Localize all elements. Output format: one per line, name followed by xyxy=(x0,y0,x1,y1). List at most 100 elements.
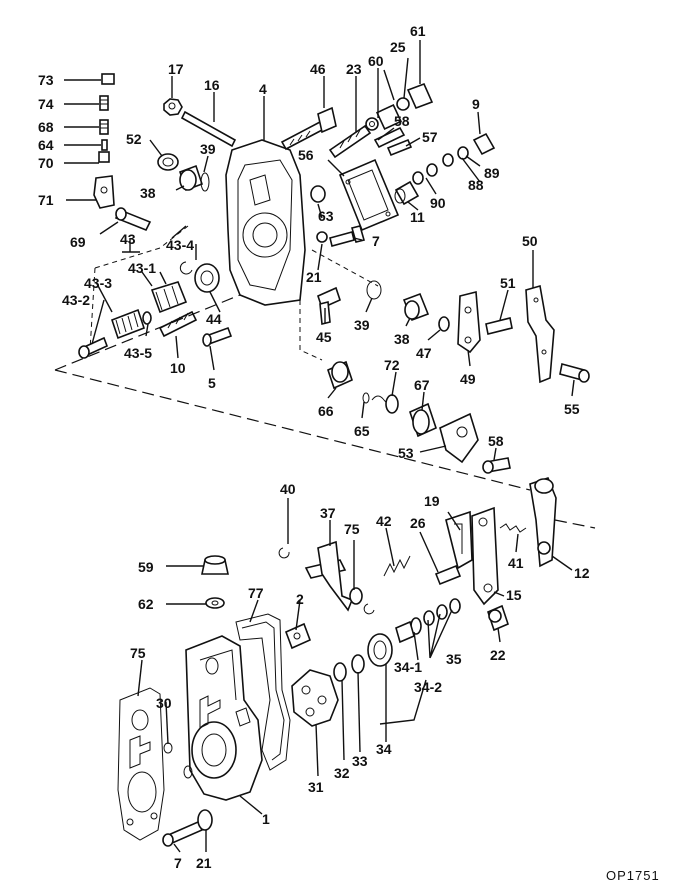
callout-34-2: 34-2 xyxy=(414,679,442,695)
callout-9: 9 xyxy=(472,96,480,112)
callout-69: 69 xyxy=(70,234,86,250)
callout-55-right: 55 xyxy=(564,401,580,417)
drawing-code: OP1751 xyxy=(606,868,660,883)
callout-68: 68 xyxy=(38,119,54,135)
stop-screw-parts xyxy=(394,132,496,206)
callout-26: 26 xyxy=(410,515,426,531)
flyweight-holder xyxy=(291,669,339,727)
callout-58-lower: 58 xyxy=(488,433,504,449)
callout-43: 43 xyxy=(120,231,136,247)
callout-72: 72 xyxy=(384,357,400,373)
callout-34-1: 34-1 xyxy=(394,659,422,675)
callout-43-3: 43-3 xyxy=(84,275,112,291)
callout-31: 31 xyxy=(308,779,324,795)
linkage-parts-left xyxy=(93,73,115,209)
callout-46: 46 xyxy=(310,61,326,77)
cover-plug-59-62 xyxy=(201,555,229,609)
callout-43-1: 43-1 xyxy=(128,260,156,276)
callout-88: 88 xyxy=(468,177,484,193)
callout-17: 17 xyxy=(168,61,184,77)
callout-23: 23 xyxy=(346,61,362,77)
callout-10: 10 xyxy=(170,360,186,376)
callout-11: 11 xyxy=(410,209,425,225)
callout-65: 65 xyxy=(354,423,370,439)
callout-43-2: 43-2 xyxy=(62,292,90,308)
leader-lines xyxy=(64,40,575,853)
callout-1: 1 xyxy=(262,811,270,827)
callout-45: 45 xyxy=(316,329,332,345)
callout-30: 30 xyxy=(156,695,172,711)
callout-5: 5 xyxy=(208,375,216,391)
callout-89: 89 xyxy=(484,165,500,181)
callout-21-upper: 21 xyxy=(306,269,322,285)
callout-2: 2 xyxy=(296,591,304,607)
callout-53: 53 xyxy=(398,445,414,461)
callout-37: 37 xyxy=(320,505,336,521)
callout-50: 50 xyxy=(522,233,538,249)
mid-parts xyxy=(317,280,450,332)
gasket-75 xyxy=(117,687,173,841)
callout-22: 22 xyxy=(490,647,506,663)
callout-33: 33 xyxy=(352,753,368,769)
callout-67: 67 xyxy=(414,377,430,393)
bolts-upper xyxy=(280,82,434,159)
callout-74: 74 xyxy=(38,96,54,112)
callout-49: 49 xyxy=(460,371,476,387)
callout-47: 47 xyxy=(416,345,432,361)
callout-60: 60 xyxy=(368,53,384,69)
callout-41: 41 xyxy=(508,555,524,571)
callout-44: 44 xyxy=(206,311,222,327)
callout-15: 15 xyxy=(506,587,522,603)
callout-90: 90 xyxy=(430,195,446,211)
callout-38-mid: 38 xyxy=(394,331,410,347)
callout-7-lower: 7 xyxy=(174,855,182,871)
callout-59: 59 xyxy=(138,559,154,575)
lower-link-parts xyxy=(278,477,557,632)
callout-39-mid: 39 xyxy=(354,317,370,333)
callout-62: 62 xyxy=(138,596,154,612)
callout-52: 52 xyxy=(126,131,142,147)
callout-38-upper: 38 xyxy=(140,185,156,201)
callout-61: 61 xyxy=(410,23,426,39)
washers-35-34 xyxy=(333,598,461,682)
callout-labels: 73 74 68 64 70 71 17 16 4 46 23 60 25 61… xyxy=(38,23,590,871)
callout-43-5: 43-5 xyxy=(124,345,152,361)
lower-governor-parts xyxy=(327,360,511,474)
bolts-10-5 xyxy=(158,310,233,347)
callout-21-lower: 21 xyxy=(196,855,212,871)
bushings-left xyxy=(157,153,210,192)
cover-plate xyxy=(338,126,413,232)
callout-40: 40 xyxy=(280,481,296,497)
callout-7-upper: 7 xyxy=(372,233,380,249)
callout-43-4: 43-4 xyxy=(166,237,194,253)
callout-42: 42 xyxy=(376,513,392,529)
callout-35: 35 xyxy=(446,651,462,667)
callout-39-upper: 39 xyxy=(200,141,216,157)
nut-and-pin xyxy=(163,98,237,148)
callout-73: 73 xyxy=(38,72,54,88)
pump-cover-1 xyxy=(183,635,263,801)
lever-bracket xyxy=(457,284,590,384)
callout-12: 12 xyxy=(574,565,590,581)
callout-75-lower: 75 xyxy=(130,645,146,661)
callout-16: 16 xyxy=(204,77,220,93)
bracket-2 xyxy=(284,622,312,650)
callout-32: 32 xyxy=(334,765,350,781)
callout-70: 70 xyxy=(38,155,54,171)
callout-19: 19 xyxy=(424,493,440,509)
callout-66: 66 xyxy=(318,403,334,419)
callout-77: 77 xyxy=(248,585,264,601)
callout-71: 71 xyxy=(38,192,54,208)
gasket-77 xyxy=(235,613,291,771)
callout-34: 34 xyxy=(376,741,392,757)
governor-housing xyxy=(225,139,306,306)
callout-75-upper: 75 xyxy=(344,521,360,537)
callout-58-upper: 58 xyxy=(394,113,410,129)
callout-64: 64 xyxy=(38,137,54,153)
callout-51: 51 xyxy=(500,275,516,291)
callout-4: 4 xyxy=(259,81,267,97)
callout-57: 57 xyxy=(422,129,438,145)
callout-63: 63 xyxy=(318,208,334,224)
bolt-7-21-lower xyxy=(162,809,213,847)
